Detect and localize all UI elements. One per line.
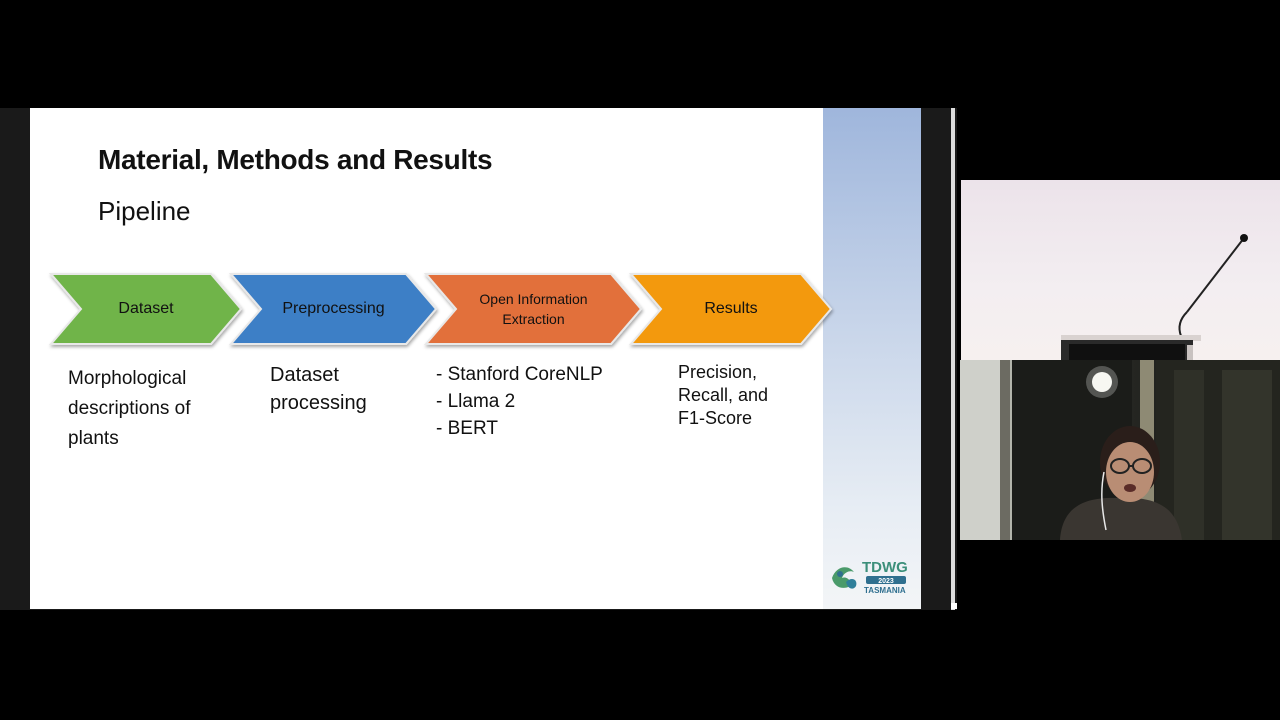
slide-subtitle: Pipeline bbox=[98, 196, 191, 226]
presentation-slide: Material, Methods and Results Pipeline D… bbox=[30, 108, 921, 609]
pipeline-step-preprocessing bbox=[228, 273, 438, 345]
desc-dataset-line: Morphological bbox=[68, 368, 187, 389]
slide-title: Material, Methods and Results bbox=[98, 144, 493, 175]
speaker-camera-image bbox=[960, 360, 1280, 540]
desc-results-line: Precision, bbox=[678, 362, 758, 382]
step-label-extraction-line2: Extraction bbox=[502, 311, 565, 327]
desc-results: Precision, Recall, and F1-Score bbox=[678, 361, 768, 430]
pipeline-step-extraction bbox=[423, 273, 643, 345]
desc-dataset-line: plants bbox=[68, 428, 119, 449]
scrollbar[interactable] bbox=[951, 108, 955, 610]
video-tile-speaker[interactable] bbox=[960, 360, 1280, 540]
logo-place: TASMANIA bbox=[864, 586, 906, 595]
step-label-extraction-line1: Open Information bbox=[479, 291, 588, 307]
video-tile-podium[interactable] bbox=[961, 180, 1280, 360]
step-label-preprocessing: Preprocessing bbox=[282, 300, 385, 317]
tdwg-logo: TDWG 2023 TASMANIA bbox=[832, 559, 908, 595]
pipeline-step-results bbox=[628, 273, 833, 345]
step-label-dataset: Dataset bbox=[118, 300, 174, 317]
pipeline-step-dataset bbox=[48, 273, 243, 345]
desc-preprocessing-line: processing bbox=[270, 392, 367, 414]
logo-year: 2023 bbox=[878, 578, 894, 585]
desc-extraction-line: - Stanford CoreNLP bbox=[436, 364, 603, 385]
step-label-extraction: Open Information Extraction bbox=[456, 274, 611, 344]
desc-extraction-line: - BERT bbox=[436, 418, 498, 439]
desc-dataset-line: descriptions of bbox=[68, 398, 191, 419]
desc-results-line: Recall, and bbox=[678, 385, 769, 405]
desc-results-line: F1-Score bbox=[678, 408, 753, 428]
pipeline-diagram bbox=[48, 273, 833, 345]
desc-dataset: Morphological descriptions of plants bbox=[68, 364, 191, 454]
desc-preprocessing-line: Dataset bbox=[270, 364, 339, 386]
desc-preprocessing: Dataset processing bbox=[270, 361, 367, 417]
desc-extraction-line: - Llama 2 bbox=[436, 391, 516, 412]
step-label-results: Results bbox=[704, 300, 758, 317]
podium-camera-image bbox=[1061, 234, 1248, 360]
desc-extraction: - Stanford CoreNLP - Llama 2 - BERT bbox=[436, 361, 603, 442]
logo-text: TDWG bbox=[862, 559, 908, 576]
slide-side-gradient bbox=[823, 108, 921, 609]
scrollbar-thumb[interactable] bbox=[951, 603, 957, 609]
